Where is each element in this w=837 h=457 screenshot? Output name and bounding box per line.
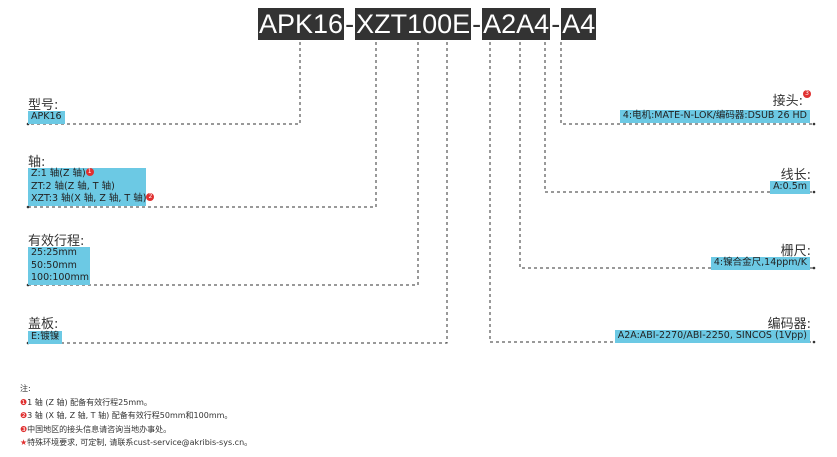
- code-sep: -: [551, 8, 561, 39]
- label-cable-length: 线长:: [780, 168, 811, 183]
- options-model: APK16: [28, 111, 65, 124]
- code-model: APK16: [258, 8, 345, 40]
- option: A2A:ABI-2270/ABI-2250, SINCOS (1Vpp): [617, 330, 807, 341]
- options-axis: Z:1 轴(Z 轴)1 ZT:2 轴(Z 轴, T 轴) XZT:3 轴(X 轴…: [28, 168, 155, 206]
- note-bullet-icon: ❷: [20, 411, 28, 420]
- note-item: ❸中国地区的接头信息请咨询当地办事处。: [20, 424, 172, 434]
- note-bullet-icon: ❸: [20, 424, 28, 434]
- options-scale: 4:镍合金尺,14ppm/K: [710, 257, 810, 270]
- code-axis-stroke-cover: XZT100E: [355, 8, 472, 40]
- note-marker-3: 3: [803, 90, 811, 98]
- label-axis: 轴:: [28, 155, 46, 170]
- note-item: ★特殊环境要求, 可定制, 请联系cust-service@akribis-sy…: [20, 438, 253, 447]
- option: 4:电机:MATE-N-LOK/编码器:DSUB 26 HD: [622, 110, 807, 121]
- options-cable-length: A:0.5m: [770, 181, 810, 194]
- part-code: APK16- XZT100E- A2A4- A4: [258, 8, 597, 40]
- code-sep: -: [472, 8, 482, 39]
- option: E:镀镍: [31, 331, 60, 342]
- note-item: ❷3 轴 (X 轴, Z 轴, T 轴) 配备有效行程50mm和100mm。: [20, 411, 233, 420]
- star-icon: ★: [20, 438, 28, 447]
- option: 4:镍合金尺,14ppm/K: [713, 257, 807, 268]
- label-cover: 盖板:: [28, 317, 59, 332]
- note-marker-2: 2: [146, 193, 155, 201]
- options-stroke: 25:25mm 50:50mm 100:100mm: [28, 247, 90, 285]
- code-sep: -: [345, 8, 355, 39]
- option: ZT:2 轴(Z 轴, T 轴): [31, 180, 115, 192]
- label-stroke: 有效行程:: [28, 234, 85, 249]
- note-item: ❶1 轴 (Z 轴) 配备有效行程25mm。: [20, 397, 152, 407]
- options-encoder: A2A:ABI-2270/ABI-2250, SINCOS (1Vpp): [614, 330, 810, 343]
- notes: 注: ❶1 轴 (Z 轴) 配备有效行程25mm。 ❷3 轴 (X 轴, Z 轴…: [20, 382, 252, 450]
- option: 25:25mm: [31, 247, 77, 258]
- note-marker-1: 1: [85, 168, 94, 176]
- code-cable-connector: A4: [561, 8, 597, 40]
- code-encoder-scale: A2A4: [482, 8, 551, 40]
- option: XZT:3 轴(X 轴, Z 轴, T 轴)2: [31, 193, 155, 206]
- label-connector: 接头:3: [773, 90, 811, 109]
- note-bullet-icon: ❶: [20, 397, 28, 407]
- options-connector: 4:电机:MATE-N-LOK/编码器:DSUB 26 HD: [619, 110, 810, 123]
- option: 100:100mm: [31, 272, 89, 283]
- label-scale: 栅尺:: [780, 244, 811, 259]
- options-cover: E:镀镍: [28, 331, 63, 344]
- option: 50:50mm: [31, 259, 77, 271]
- notes-title: 注:: [20, 384, 31, 393]
- option: Z:1 轴(Z 轴)1: [31, 168, 143, 181]
- option: APK16: [31, 111, 62, 122]
- label-model: 型号:: [28, 98, 59, 113]
- option: A:0.5m: [773, 181, 807, 192]
- label-encoder: 编码器:: [767, 317, 811, 332]
